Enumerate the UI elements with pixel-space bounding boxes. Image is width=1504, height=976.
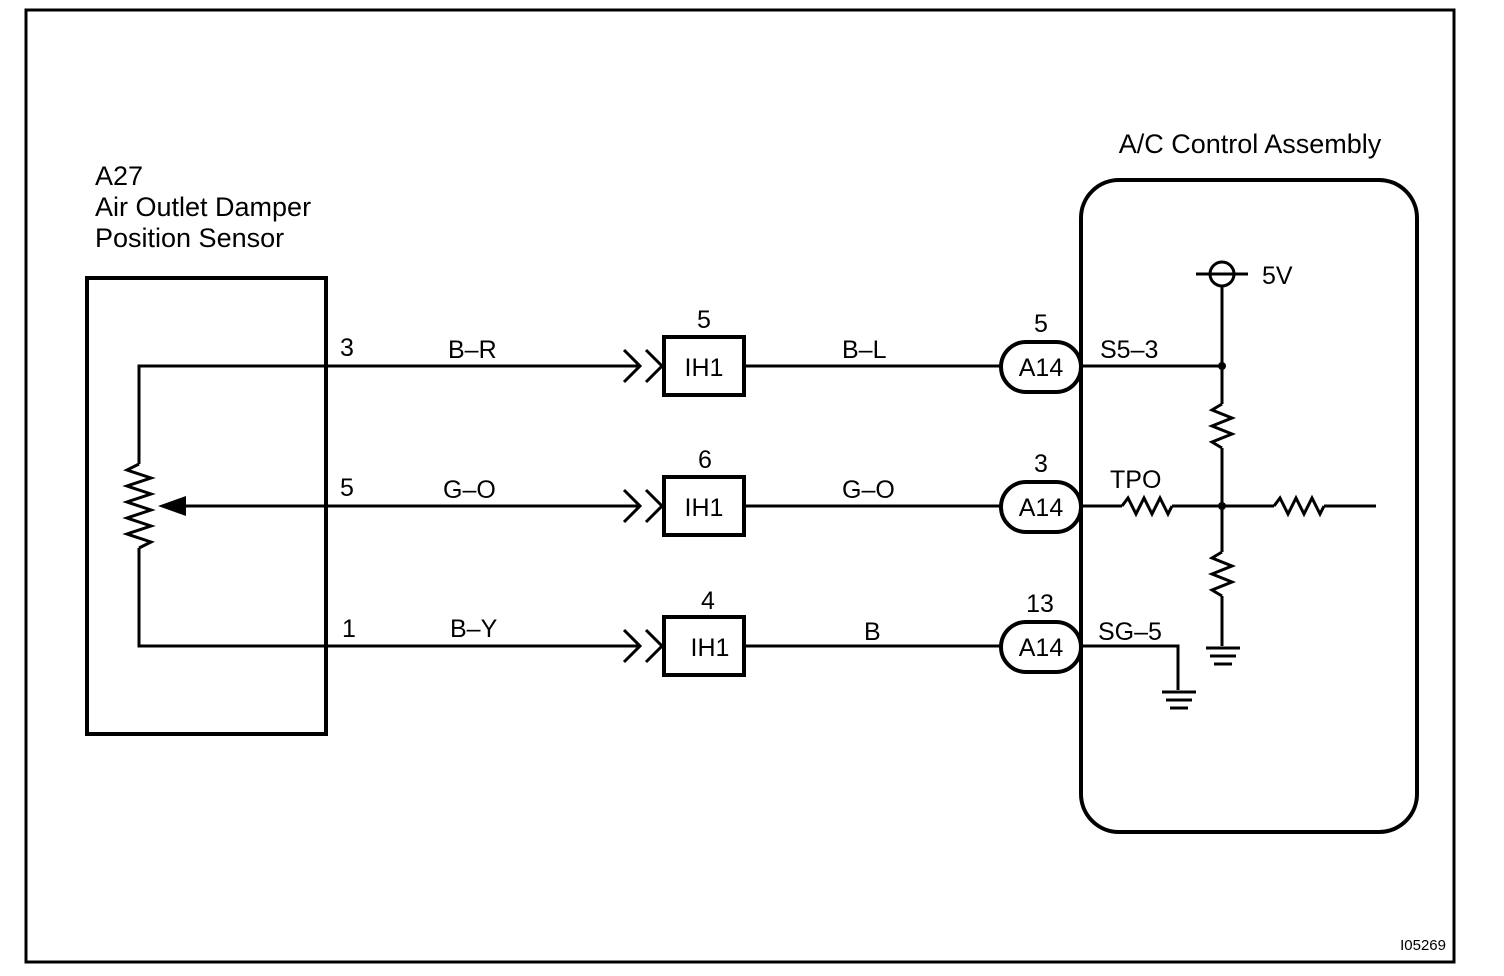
circuit-row-2: 5 G–O 6 IH1 G–O 3 A14 TPO: [325, 446, 1161, 537]
ground-icon: [1206, 646, 1240, 666]
resistor-icon: [1120, 494, 1174, 518]
connector-chevron-icon: [622, 488, 643, 524]
potentiometer-symbol: [122, 364, 325, 648]
terminal-label: SG–5: [1098, 618, 1162, 646]
wiper-arrow-icon: [158, 496, 186, 516]
wire-color-label: B: [864, 618, 881, 646]
supply-voltage-label: 5V: [1262, 262, 1293, 290]
wire-color-label: B–R: [448, 336, 497, 364]
junction-pin-label: 5: [697, 306, 711, 334]
sensor-pin-label: 5: [340, 474, 354, 502]
terminal-label: TPO: [1110, 466, 1161, 494]
connector-pin-label: 3: [1034, 450, 1048, 478]
assembly-internal-circuit: 5V: [1081, 260, 1376, 710]
ground-icon: [1162, 690, 1196, 710]
sensor-name-line2: Position Sensor: [95, 223, 284, 253]
resistor-icon: [1207, 550, 1237, 598]
resistor-icon: [1272, 494, 1326, 518]
connector-label: A14: [1019, 634, 1064, 662]
drawing-id: I05269: [1400, 937, 1446, 954]
circuit-row-1: 3 B–R 5 IH1 B–L 5 A14 S5–3: [325, 306, 1158, 397]
junction-label: IH1: [691, 634, 730, 662]
junction-pin-label: 6: [698, 446, 712, 474]
resistor-icon: [1207, 402, 1237, 450]
sensor-code: A27: [95, 161, 143, 191]
connector-pin-label: 5: [1034, 310, 1048, 338]
connector-pin-label: 13: [1026, 590, 1054, 618]
circuit-row-3: 1 B–Y 4 IH1 B 13 A14 SG–5: [325, 587, 1162, 677]
connector-chevron-icon: [644, 348, 665, 384]
connector-chevron-icon: [644, 488, 665, 524]
junction-label: IH1: [685, 494, 724, 522]
junction-pin-label: 4: [701, 587, 715, 615]
diagram-frame: [24, 8, 1456, 964]
wire-color-label: B–L: [842, 336, 887, 364]
sensor-pin-label: 3: [340, 334, 354, 362]
wire-color-label: B–Y: [450, 615, 498, 643]
connector-chevron-icon: [622, 628, 643, 664]
wire-color-label: G–O: [842, 476, 895, 504]
connector-chevron-icon: [644, 628, 665, 664]
connector-label: A14: [1019, 354, 1064, 382]
supply-terminal-icon: [1196, 260, 1248, 288]
junction-label: IH1: [685, 354, 724, 382]
sensor-name-line1: Air Outlet Damper: [95, 192, 311, 222]
wire-color-label: G–O: [443, 476, 496, 504]
connector-chevron-icon: [622, 348, 643, 384]
sensor-pin-label: 1: [342, 615, 356, 643]
connector-label: A14: [1019, 494, 1064, 522]
terminal-label: S5–3: [1100, 336, 1158, 364]
assembly-title: A/C Control Assembly: [1119, 129, 1382, 159]
